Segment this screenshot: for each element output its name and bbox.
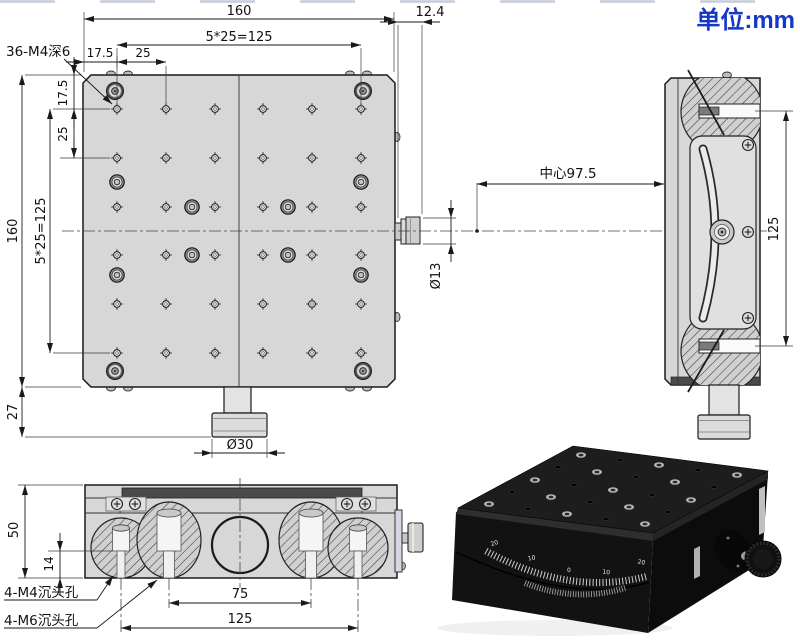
unit-label: 单位:mm xyxy=(696,6,795,34)
svg-text:0: 0 xyxy=(567,567,571,574)
product-vernier-ticks xyxy=(523,580,626,598)
section-cut-line-bottom xyxy=(687,329,725,393)
dim-top-hole-spacing-v: 25 xyxy=(56,126,70,141)
product-gib-strip-rear xyxy=(759,486,765,535)
thread-callout-leader xyxy=(63,58,113,105)
dim-center-offset: 中心97.5 xyxy=(539,166,596,182)
top-view-dimensions: 160 5*25=125 17.5 25 12.4 160 5*25=125 xyxy=(6,4,456,458)
m6-counterbore-right xyxy=(298,508,324,579)
dim-front-height: 50 xyxy=(7,522,22,539)
bottom-foot xyxy=(211,386,268,438)
m6-counterbore-left xyxy=(156,508,182,579)
dim-top-edge-offset-v: 17.5 xyxy=(56,80,70,107)
dim-top-edge-offset: 17.5 xyxy=(87,46,114,60)
product-right-face xyxy=(648,474,768,633)
thread-callout: 36-M4深6 xyxy=(6,44,70,60)
dim-top-height: 160 xyxy=(6,219,21,244)
svg-text:20: 20 xyxy=(637,558,646,567)
front-side-knob xyxy=(394,509,424,573)
m4-counterbore-left xyxy=(112,524,130,579)
moving-plate-edge xyxy=(121,487,363,499)
product-knob xyxy=(714,529,782,578)
top-view xyxy=(82,70,421,438)
dim-knob-protrusion: 12.4 xyxy=(416,5,445,20)
dim-counterbore-height: 14 xyxy=(42,556,56,571)
callout-m6: 4-M6沉头孔 xyxy=(4,613,79,629)
dim-foot-diameter: Ø30 xyxy=(227,438,254,453)
m4-counterbore-right xyxy=(349,524,367,579)
callout-m4-leader xyxy=(96,575,114,601)
product-gib-strip-front xyxy=(694,546,700,579)
product-seam xyxy=(455,551,651,591)
front-view: 50 14 75 125 4-M4沉头孔 4-M6沉头孔 xyxy=(4,478,424,633)
side-knob xyxy=(394,216,421,245)
section-cut-line-top xyxy=(687,69,725,136)
product-top-holes xyxy=(509,458,717,521)
dim-top-hole-pitch: 5*25=125 xyxy=(205,30,272,45)
svg-text:10: 10 xyxy=(602,569,611,577)
center-offset-dimension: 中心97.5 xyxy=(475,166,664,233)
dim-foot-drop: 27 xyxy=(6,404,21,421)
dim-slot-pitch: 125 xyxy=(767,217,782,242)
product-scale-ticks xyxy=(484,547,649,587)
side-foot xyxy=(697,384,751,440)
product-front-face xyxy=(452,512,653,633)
dim-top-hole-spacing: 25 xyxy=(135,46,150,60)
dim-outer-hole-pitch: 125 xyxy=(228,612,253,627)
callout-m6-leader xyxy=(96,579,158,629)
product-photo: 20 10 0 10 20 xyxy=(437,445,782,636)
product-top-screws xyxy=(484,452,742,527)
side-view: 125 xyxy=(664,69,793,440)
dim-inner-hole-pitch: 75 xyxy=(232,587,249,602)
pivot xyxy=(709,219,735,245)
dim-knob-diameter: Ø13 xyxy=(429,263,444,290)
callout-m4: 4-M4沉头孔 xyxy=(4,585,79,601)
svg-text:10: 10 xyxy=(527,554,536,562)
dim-top-width: 160 xyxy=(227,4,252,19)
product-scale-labels: 20 10 0 10 20 xyxy=(490,539,646,576)
dim-top-hole-pitch-v: 5*25=125 xyxy=(34,197,49,264)
svg-text:20: 20 xyxy=(490,539,500,548)
